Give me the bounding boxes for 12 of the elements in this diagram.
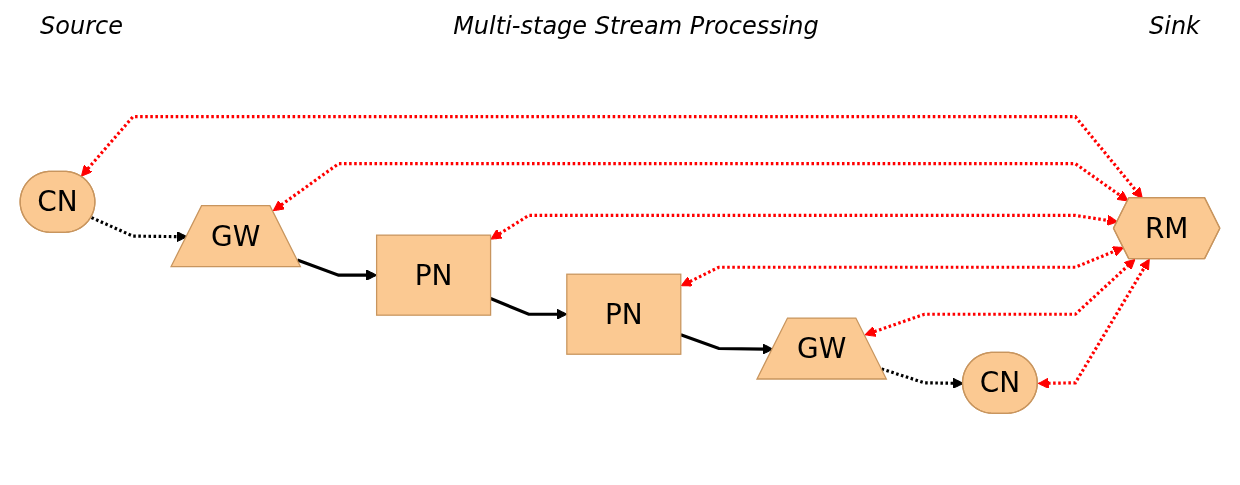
- arrow: [1037, 258, 1150, 389]
- arrow: [864, 258, 1136, 337]
- arrow: [272, 161, 1129, 211]
- column-heading: Sink: [1149, 12, 1200, 40]
- node-box: PN: [566, 273, 682, 355]
- arrow: [80, 114, 1143, 199]
- arrow: [680, 332, 774, 355]
- arrow: [680, 245, 1124, 286]
- arrow: [90, 215, 188, 242]
- column-heading: Source: [40, 12, 123, 40]
- node-box: PN: [375, 234, 492, 316]
- diagram-title: Multi-stage Stream Processing: [453, 12, 819, 40]
